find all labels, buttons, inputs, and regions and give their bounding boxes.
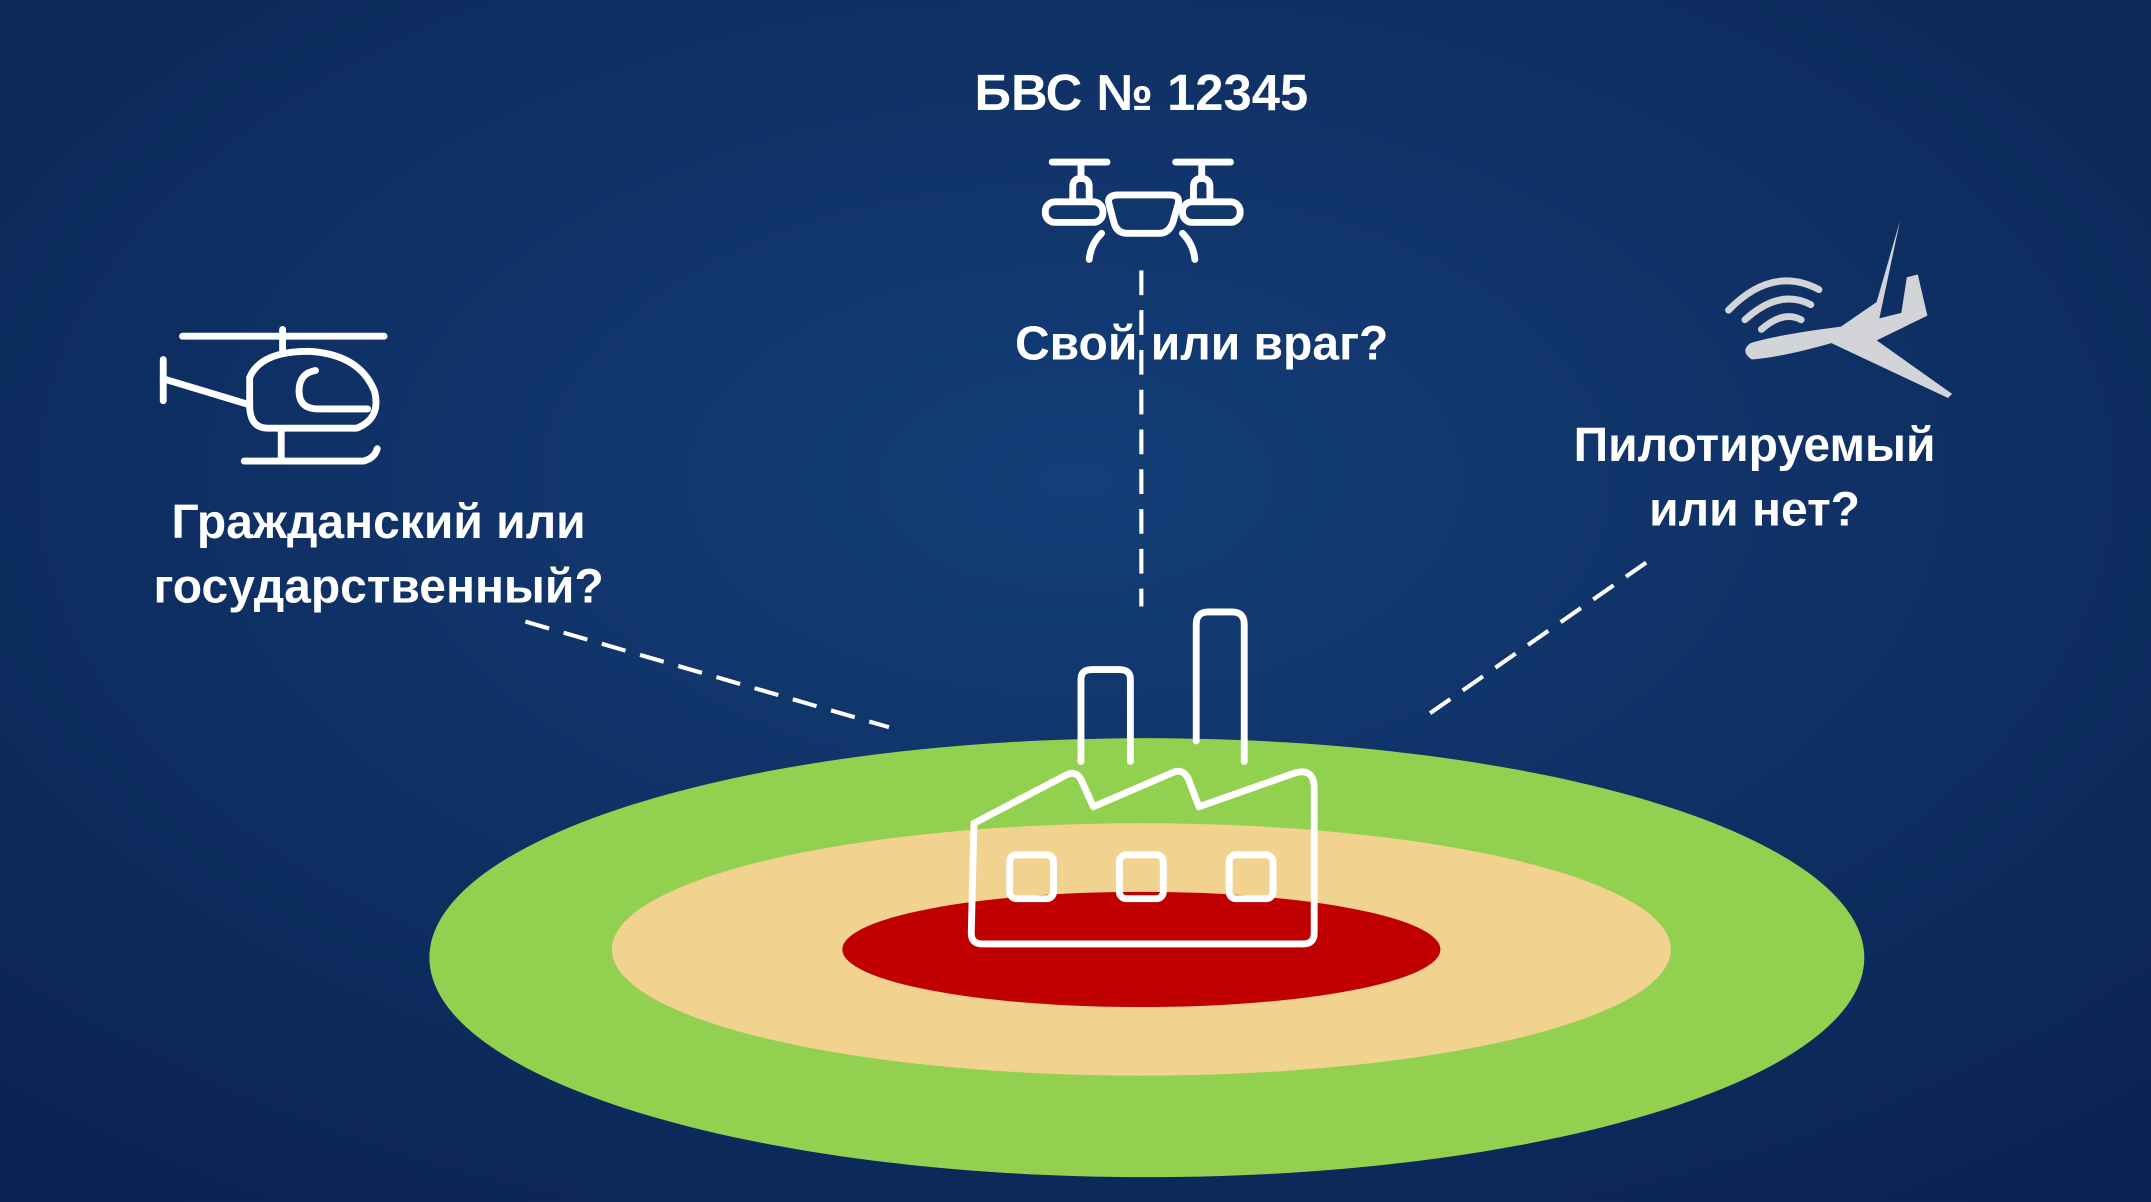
plane-question-line2: или нет?	[1649, 484, 1860, 537]
factory-icon	[967, 608, 1318, 948]
helicopter-question-line1: Гражданский или	[172, 496, 586, 549]
helicopter-icon	[159, 325, 388, 465]
drone-title: БВС № 12345	[974, 64, 1308, 121]
plane-dashed-line	[1418, 560, 1648, 723]
drone-question: Свой или враг?	[1015, 318, 1388, 371]
helicopter-dashed-line	[524, 619, 890, 730]
uav-plane-icon	[1725, 221, 1953, 398]
plane-question-line1: Пилотируемый	[1574, 419, 1936, 472]
helicopter-question-line2: государственный?	[153, 560, 603, 613]
drone-icon	[1041, 158, 1244, 263]
inner-zone	[842, 891, 1441, 1008]
